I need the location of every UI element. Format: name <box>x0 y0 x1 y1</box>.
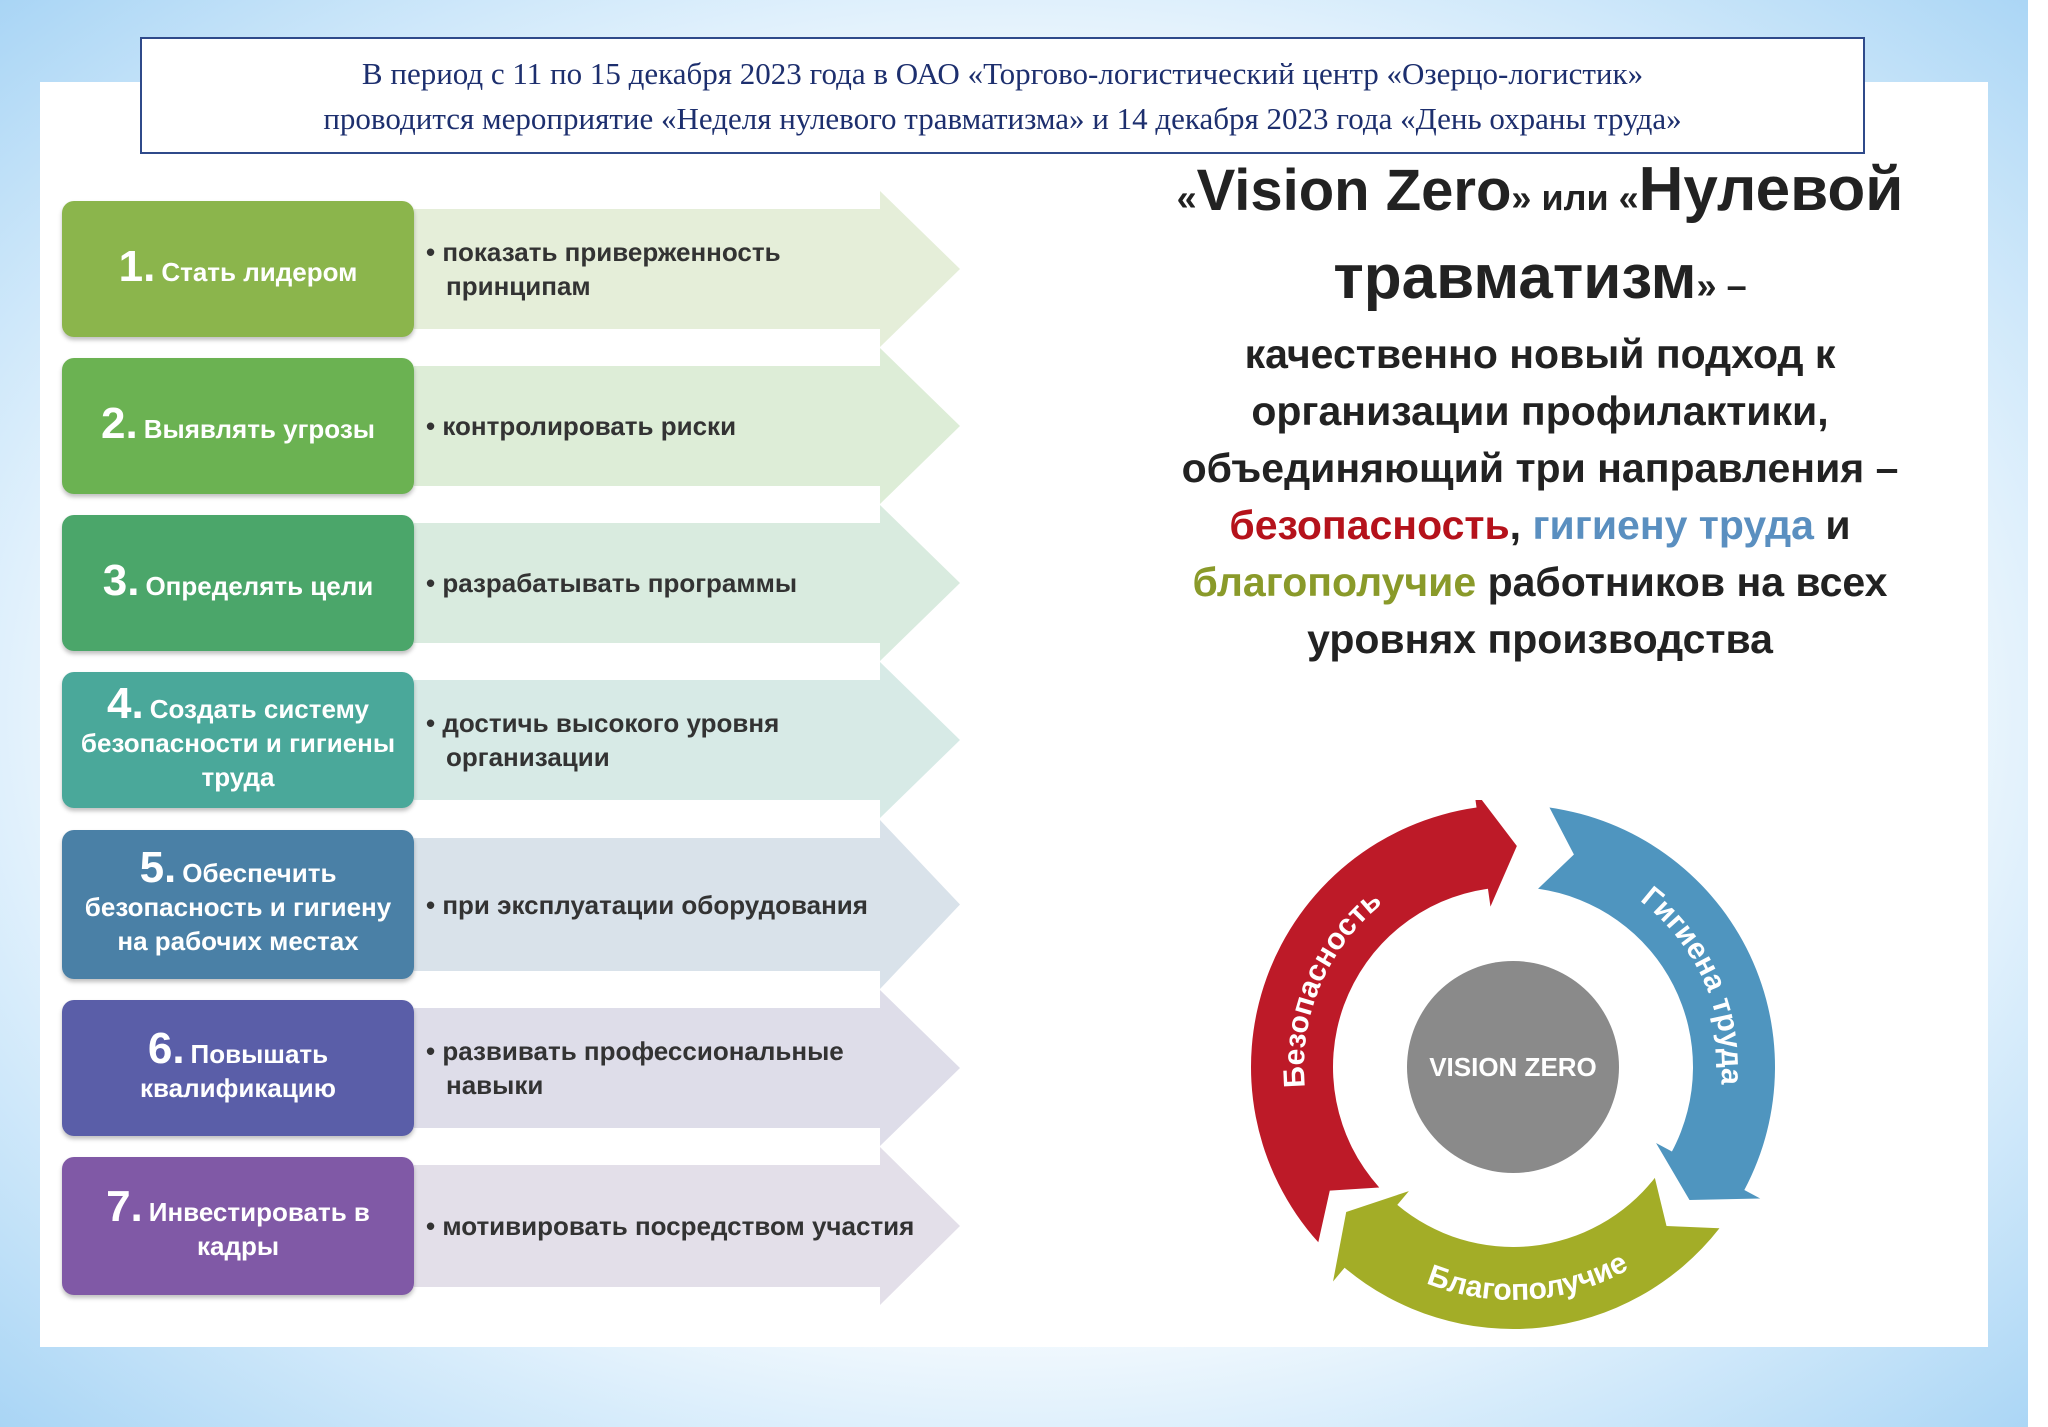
step-bullet-text: • контролировать риски <box>426 411 737 441</box>
step-label: Создать систему безопасности и гигиены т… <box>80 693 396 792</box>
page-margin <box>2028 0 2048 1427</box>
step-row: 1.Стать лидером • показать приверженност… <box>62 191 962 347</box>
segment-2 <box>1538 807 1775 1201</box>
step-box: 4.Создать систему безопасности и гигиены… <box>62 672 414 808</box>
segment-3 <box>1333 1177 1720 1329</box>
announcement-line-1: В период с 11 по 15 декабря 2023 года в … <box>361 55 1644 91</box>
announcement-line-2: проводится мероприятие «Неделя нулевого … <box>323 100 1682 136</box>
step-box: 5.Обеспечить безопасность и гигиену на р… <box>62 830 414 979</box>
arrow-shape <box>414 505 960 661</box>
step-number: 2. <box>101 398 138 448</box>
step-bullet: • при эксплуатации оборудования <box>424 830 924 979</box>
or-word: или <box>1531 177 1619 218</box>
step-box: 7.Инвестировать в кадры <box>62 1157 414 1295</box>
desc-line: безопасность, гигиену труда и <box>1110 497 1970 554</box>
step-bullet-text: • разрабатывать программы <box>426 568 798 598</box>
arrow-shape <box>414 348 960 504</box>
hygiene-word: гигиену труда <box>1532 502 1814 548</box>
step-box: 6.Повышать квалификацию <box>62 1000 414 1136</box>
quote: » <box>1511 177 1532 218</box>
step-label: Определять цели <box>145 570 374 601</box>
step-label: Обеспечить безопасность и гигиену на раб… <box>84 858 392 956</box>
comma: , <box>1509 502 1533 548</box>
vision-zero-description: «Vision Zero» или «Нулевой травматизм» –… <box>1110 150 1970 668</box>
step-box: 2.Выявлять угрозы <box>62 358 414 494</box>
step-bullet-text: • показать приверженность принципам <box>426 237 781 301</box>
desc-line: качественно новый подход к <box>1244 331 1836 377</box>
description-body: качественно новый подход к организации п… <box>1110 326 1970 668</box>
step-number: 3. <box>102 555 140 605</box>
quote: » <box>1696 265 1717 306</box>
step-row: 7.Инвестировать в кадры • мотивировать п… <box>62 1147 962 1305</box>
step-number: 1. <box>118 241 156 291</box>
arrow-shape <box>414 1147 960 1305</box>
arrow-shape <box>414 820 960 989</box>
desc-line: благополучие работников на всех <box>1110 554 1970 611</box>
step-label: Инвестировать в кадры <box>148 1196 370 1261</box>
arrow-shape <box>414 191 960 347</box>
quote: « <box>1176 177 1197 218</box>
desc-text: работников на всех <box>1476 559 1888 605</box>
injury-term: травматизм <box>1333 243 1697 312</box>
and-word: и <box>1813 502 1851 548</box>
step-bullet-text: • достичь высокого уровня организации <box>426 708 780 772</box>
arrow-shape <box>414 662 960 818</box>
safety-word: безопасность <box>1229 502 1510 548</box>
step-bullet-text: • развивать профессиональные навыки <box>426 1036 844 1100</box>
step-row: 3.Определять цели • разрабатывать програ… <box>62 505 962 661</box>
center-circle <box>1407 961 1619 1173</box>
step-row: 6.Повышать квалификацию • развивать проф… <box>62 990 962 1146</box>
step-bullet: • показать приверженность принципам <box>424 201 924 337</box>
center-label: VISION ZERO <box>1429 1052 1597 1082</box>
quote: « <box>1618 177 1639 218</box>
step-bullet-text: • при эксплуатации оборудования <box>426 889 868 920</box>
step-box: 3.Определять цели <box>62 515 414 651</box>
step-bullet: • достичь высокого уровня организации <box>424 672 924 808</box>
step-row: 4.Создать систему безопасности и гигиены… <box>62 662 962 818</box>
step-bullet: • контролировать риски <box>424 358 924 494</box>
step-row: 5.Обеспечить безопасность и гигиену на р… <box>62 820 962 989</box>
announcement-box: В период с 11 по 15 декабря 2023 года в … <box>140 37 1865 154</box>
step-label: Стать лидером <box>161 256 358 287</box>
step-bullet: • мотивировать посредством участия <box>424 1157 924 1295</box>
step-number: 7. <box>106 1181 143 1231</box>
wellbeing-word: благополучие <box>1192 559 1477 605</box>
step-bullet-text: • мотивировать посредством участия <box>426 1211 915 1241</box>
step-number: 6. <box>147 1023 185 1073</box>
step-bullet: • развивать профессиональные навыки <box>424 1000 924 1136</box>
desc-line: объединяющий три направления – <box>1181 445 1899 491</box>
step-box: 1.Стать лидером <box>62 201 414 337</box>
step-number: 4. <box>107 678 144 728</box>
step-label: Повышать квалификацию <box>140 1038 336 1103</box>
title-line-1: «Vision Zero» или «Нулевой <box>1110 150 1970 238</box>
zero-term: Нулевой <box>1638 155 1904 224</box>
vision-zero-term: Vision Zero <box>1196 158 1512 223</box>
step-bullet: • разрабатывать программы <box>424 515 924 651</box>
arrow-shape <box>414 990 960 1146</box>
step-number: 5. <box>139 843 177 892</box>
desc-line: организации профилактики, <box>1251 388 1829 434</box>
title-line-2: травматизм» – <box>1110 238 1970 326</box>
step-row: 2.Выявлять угрозы • контролировать риски <box>62 348 962 504</box>
step-label: Выявлять угрозы <box>143 413 375 444</box>
segment-1 <box>1251 800 1517 1243</box>
desc-line: уровнях производства <box>1307 616 1773 662</box>
dash: – <box>1716 265 1747 306</box>
